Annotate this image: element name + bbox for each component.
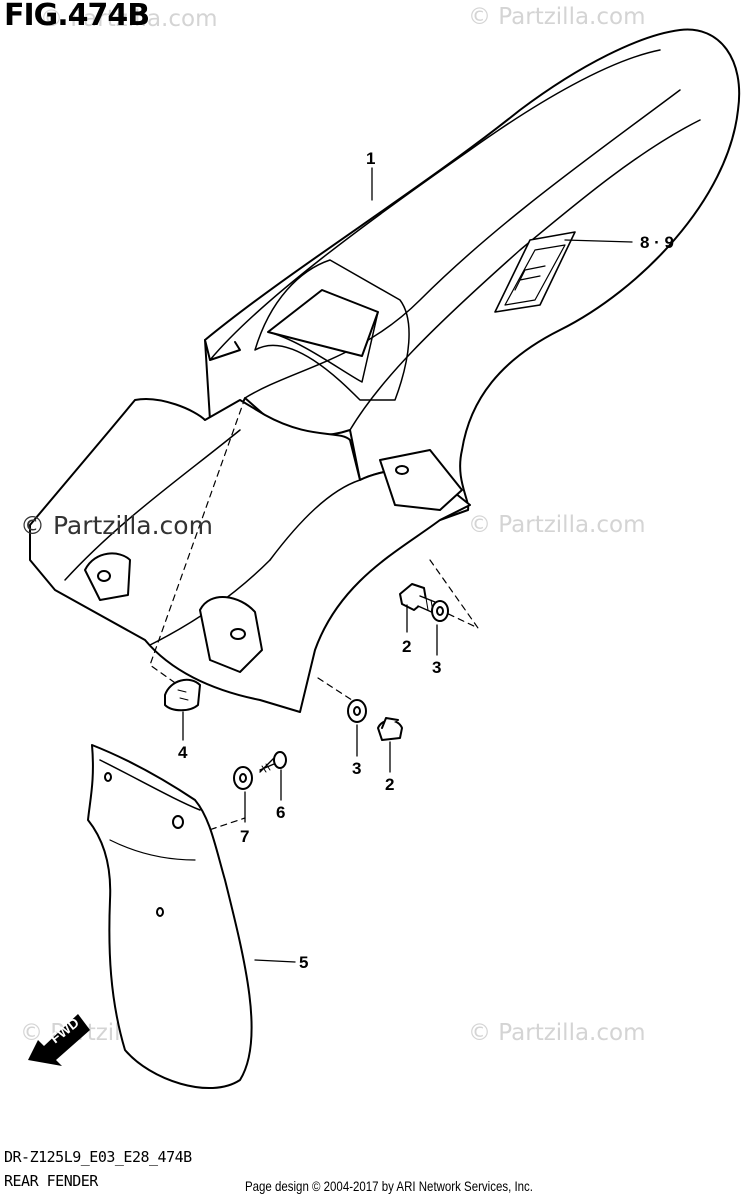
watermark-center-left: © Partzilla.com — [20, 511, 213, 540]
leader-lines — [182, 167, 633, 963]
washer-lower — [347, 699, 367, 723]
grommet-part — [164, 678, 201, 712]
assembly-guide-lines — [149, 397, 479, 834]
mudflap-part — [87, 744, 253, 1089]
callout-part-2-upper: 2 — [402, 637, 411, 656]
watermark-mid-right: © Partzilla.com — [468, 512, 646, 538]
bolt-lower — [377, 717, 403, 741]
callout-part-2-lower: 2 — [385, 775, 394, 794]
model-code: DR-Z125L9_E03_E28_474B — [4, 1148, 192, 1166]
watermark-top-right: © Partzilla.com — [468, 4, 646, 30]
watermark-top-left: © Partzilla.com — [40, 6, 218, 32]
callout-part-3-lower: 3 — [352, 759, 361, 778]
callout-part-4: 4 — [178, 743, 188, 762]
section-name: REAR FENDER — [4, 1172, 98, 1190]
page-credit: Page design © 2004-2017 by ARI Network S… — [245, 1178, 533, 1194]
figure-title: FIG.474B — [4, 0, 150, 33]
screw-part — [259, 751, 287, 773]
callout-part-5: 5 — [299, 953, 308, 972]
washer-mudflap — [233, 766, 253, 790]
rear-fender-part — [29, 28, 741, 713]
fender-decal — [494, 231, 576, 313]
callout-part-3-upper: 3 — [432, 658, 441, 677]
callout-part-6: 6 — [276, 803, 285, 822]
watermark-bottom-right: © Partzilla.com — [468, 1020, 646, 1046]
callout-part-1: 1 — [366, 149, 375, 168]
callout-part-7: 7 — [240, 827, 249, 846]
forward-direction-arrow: FWD — [28, 1014, 90, 1066]
washer-upper — [431, 600, 449, 622]
callout-part-8-9: 8 · 9 — [640, 233, 674, 252]
